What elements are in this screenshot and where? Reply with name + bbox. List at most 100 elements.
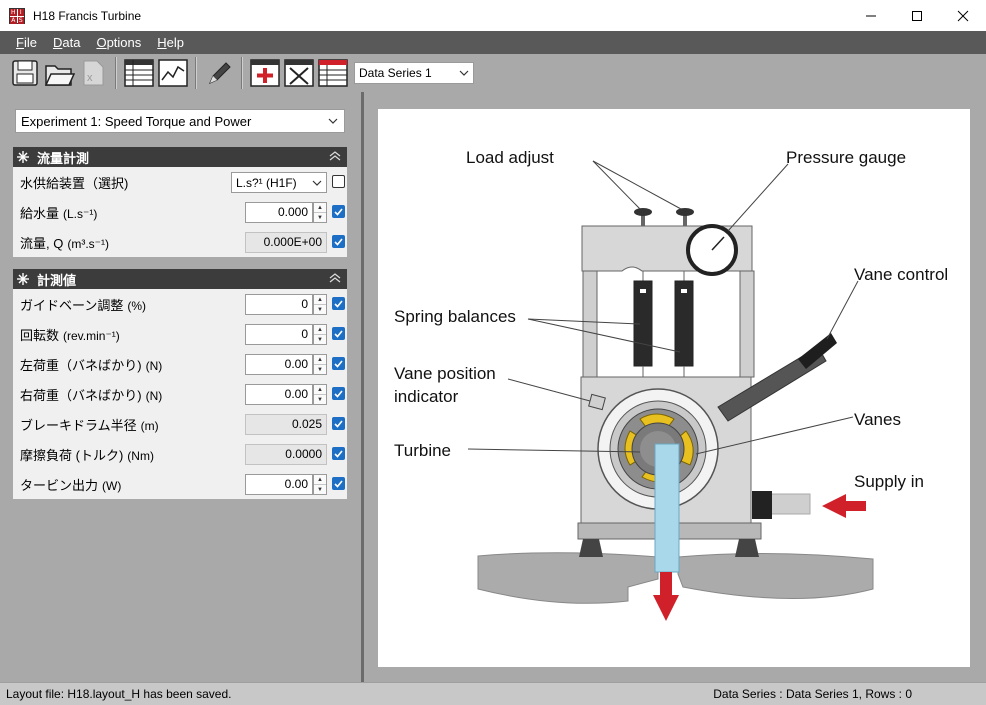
menu-file[interactable]: File <box>8 35 45 50</box>
water-supply-checkbox[interactable] <box>332 175 345 188</box>
data-series-dropdown[interactable]: Data Series 1 <box>354 62 474 84</box>
toolbar: x Data Series 1 <box>0 54 986 92</box>
spin-down-icon[interactable]: ▼ <box>314 334 326 344</box>
label-pressure-gauge: Pressure gauge <box>786 148 906 167</box>
water-supply-dropdown[interactable]: L.s?¹ (H1F) <box>231 172 327 193</box>
logo-letter: I <box>17 8 24 16</box>
frame-post <box>582 270 598 378</box>
power-row: タービン出力(W) 0.00 ▲▼ <box>13 469 347 499</box>
field-unit: (W) <box>102 478 122 493</box>
right-load-spinner[interactable]: ▲▼ <box>313 384 327 405</box>
excel-icon: x <box>83 60 104 86</box>
section-header[interactable]: 計測値 <box>13 269 347 289</box>
edit-button[interactable] <box>202 56 236 90</box>
torque-row: 摩擦負荷 (トルク)(Nm) 0.0000 <box>13 439 347 469</box>
supply-flow-checkbox[interactable] <box>332 205 345 218</box>
spin-down-icon[interactable]: ▼ <box>314 394 326 404</box>
speed-checkbox[interactable] <box>332 327 345 340</box>
table-series-icon <box>318 59 348 87</box>
field-label: 左荷重（バネばかり)(N) <box>20 355 347 374</box>
label-vane-position-2: indicator <box>394 387 459 406</box>
delete-row-icon <box>284 59 314 87</box>
collapse-icon[interactable] <box>329 272 341 287</box>
graph-view-button[interactable] <box>156 56 190 90</box>
field-label: 水供給装置（選択) <box>20 173 347 192</box>
field-unit: (Nm) <box>127 448 154 463</box>
guide-vane-spinner[interactable]: ▲▼ <box>313 294 327 315</box>
knob-stem <box>683 212 687 226</box>
foot <box>579 539 603 557</box>
brake-drum-checkbox[interactable] <box>332 417 345 430</box>
spin-down-icon[interactable]: ▼ <box>314 304 326 314</box>
field-label: 回転数(rev.min⁻¹) <box>20 325 347 344</box>
speed-spinner[interactable]: ▲▼ <box>313 324 327 345</box>
left-load-spinner[interactable]: ▲▼ <box>313 354 327 375</box>
menu-accel: H <box>157 35 167 50</box>
delete-row-button[interactable] <box>282 56 316 90</box>
toolbar-separator <box>195 57 197 89</box>
speed-row: 回転数(rev.min⁻¹) 0 ▲▼ <box>13 319 347 349</box>
spin-up-icon[interactable]: ▲ <box>317 296 323 303</box>
svg-text:x: x <box>87 72 93 84</box>
power-checkbox[interactable] <box>332 477 345 490</box>
supply-flow-input[interactable]: 0.000 <box>245 202 313 223</box>
field-label-text: 給水量 <box>20 205 60 221</box>
field-unit: (%) <box>127 298 147 313</box>
window-title: H18 Francis Turbine <box>33 8 142 23</box>
supply-flow-spinner[interactable]: ▲▼ <box>313 202 327 223</box>
frame-post <box>739 270 755 378</box>
speed-input[interactable]: 0 <box>245 324 313 345</box>
spin-down-icon[interactable]: ▼ <box>314 364 326 374</box>
menu-help[interactable]: Help <box>149 35 192 50</box>
menu-options[interactable]: Options <box>88 35 149 50</box>
right-panel: Load adjust Pressure gauge Vane control … <box>364 92 986 682</box>
panel-splitter[interactable] <box>361 92 364 682</box>
spin-up-icon[interactable]: ▲ <box>317 386 323 393</box>
spin-up-icon[interactable]: ▲ <box>317 356 323 363</box>
supply-flow-row: 給水量(L.s⁻¹) 0.000 ▲▼ <box>13 197 347 227</box>
spin-down-icon[interactable]: ▼ <box>314 212 326 222</box>
water-supply-row: 水供給装置（選択) L.s?¹ (H1F) <box>13 167 347 197</box>
right-load-checkbox[interactable] <box>332 387 345 400</box>
ground <box>677 552 874 599</box>
add-row-button[interactable] <box>248 56 282 90</box>
right-load-input[interactable]: 0.00 <box>245 384 313 405</box>
maximize-button[interactable] <box>894 0 940 31</box>
torque-checkbox[interactable] <box>332 447 345 460</box>
spin-up-icon[interactable]: ▲ <box>317 326 323 333</box>
chevron-down-icon <box>312 180 322 186</box>
guide-vane-checkbox[interactable] <box>332 297 345 310</box>
menu-data[interactable]: Data <box>45 35 88 50</box>
new-series-button[interactable] <box>316 56 350 90</box>
field-unit: (N) <box>145 358 163 373</box>
open-button[interactable] <box>42 56 76 90</box>
spin-up-icon[interactable]: ▲ <box>317 204 323 211</box>
left-load-input[interactable]: 0.00 <box>245 354 313 375</box>
section-header[interactable]: 流量計測 <box>13 147 347 167</box>
power-input[interactable]: 0.00 <box>245 474 313 495</box>
knob <box>634 208 652 216</box>
spin-down-icon[interactable]: ▼ <box>314 484 326 494</box>
flow-rate-checkbox[interactable] <box>332 235 345 248</box>
spin-up-icon[interactable]: ▲ <box>317 476 323 483</box>
add-row-icon <box>250 59 280 87</box>
export-excel-button[interactable]: x <box>76 56 110 90</box>
vane-control-handle <box>798 333 837 369</box>
experiment-dropdown[interactable]: Experiment 1: Speed Torque and Power <box>15 109 345 133</box>
field-label-text: 流量, Q <box>20 235 64 251</box>
menu-bar: File Data Options Help <box>0 31 986 54</box>
collapse-icon[interactable] <box>329 150 341 165</box>
left-load-checkbox[interactable] <box>332 357 345 370</box>
minimize-button[interactable] <box>848 0 894 31</box>
app-logo-icon: H I A S <box>9 7 25 24</box>
supply-arrow <box>822 494 866 518</box>
save-button[interactable] <box>8 56 42 90</box>
power-spinner[interactable]: ▲▼ <box>313 474 327 495</box>
vane-position-indicator <box>588 393 606 411</box>
table-view-button[interactable] <box>122 56 156 90</box>
minimize-icon <box>866 15 876 16</box>
menu-label: elp <box>166 35 185 50</box>
guide-vane-input[interactable]: 0 <box>245 294 313 315</box>
close-button[interactable] <box>940 0 986 31</box>
close-icon <box>957 10 969 21</box>
